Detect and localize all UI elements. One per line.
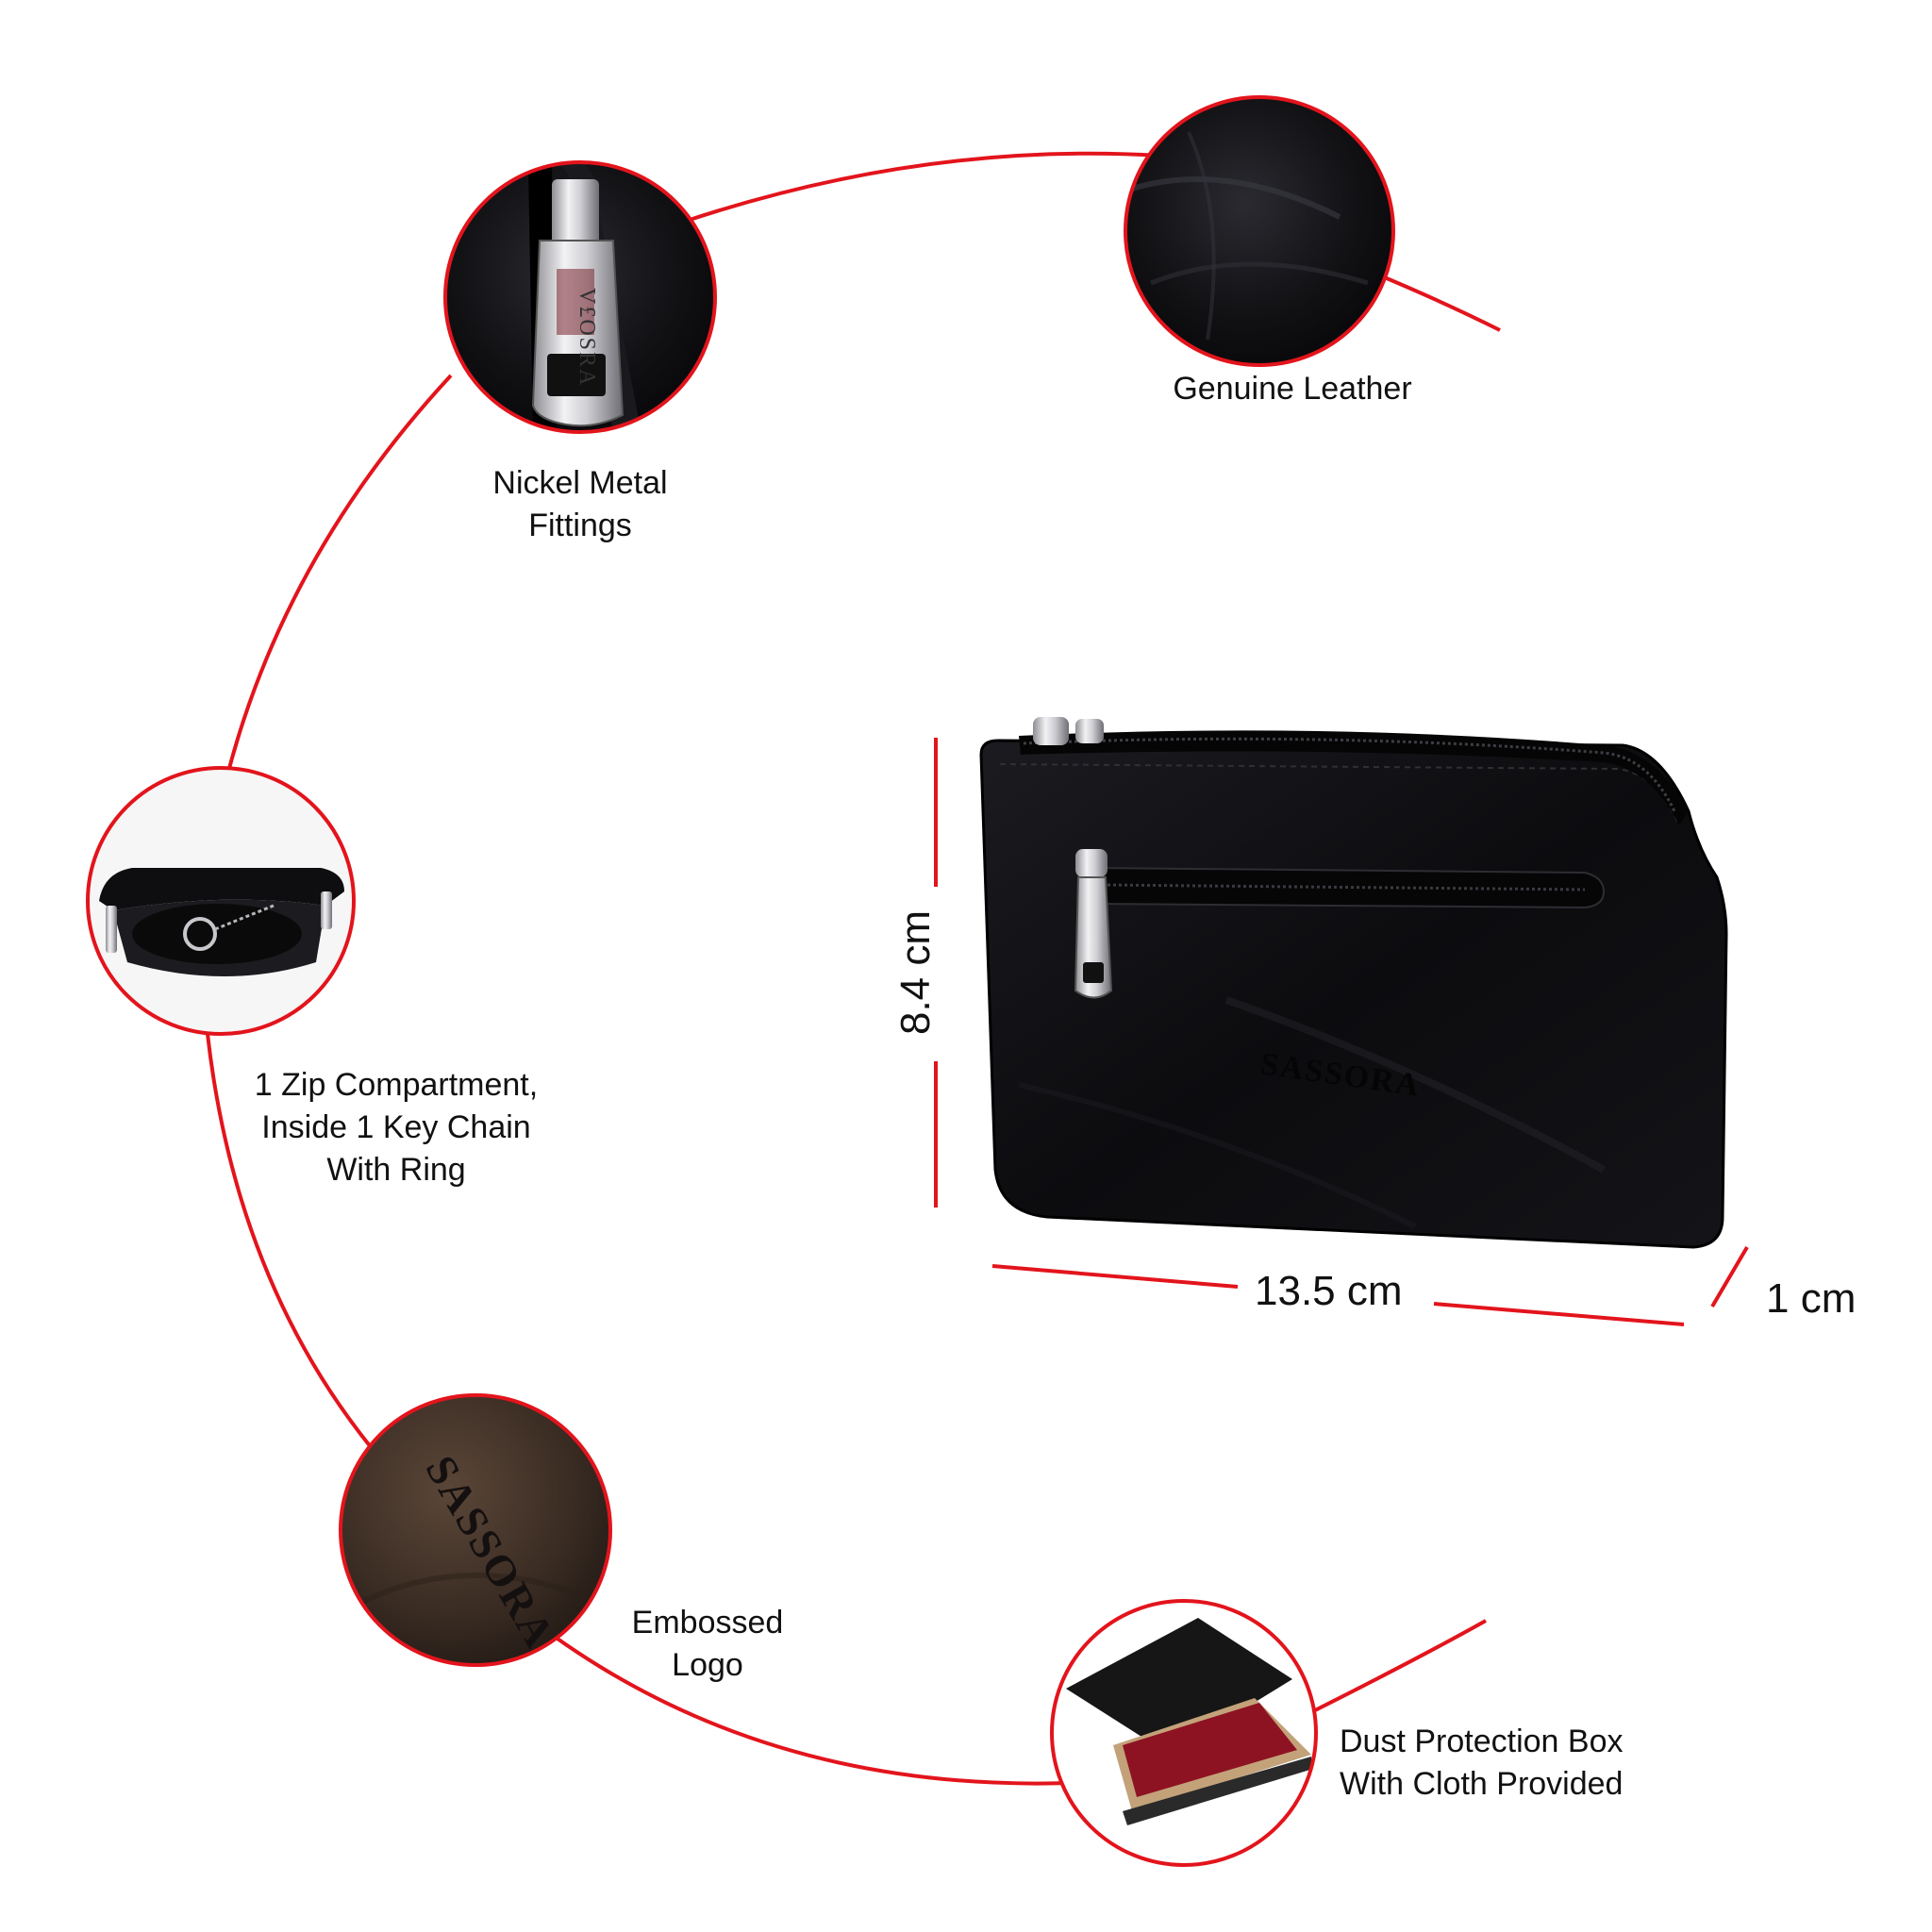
connector-line-zip-logo — [206, 1033, 377, 1455]
zip-compartment-thumbnail — [88, 768, 354, 1034]
dust-box-thumbnail — [1052, 1601, 1316, 1865]
embossed-logo-circle-border — [339, 1393, 612, 1667]
label-embossed-logo-line-2: Logo — [672, 1647, 743, 1683]
connector-line-box-tail — [1301, 1619, 1487, 1719]
label-nickel-fittings-line-2: Fittings — [528, 508, 632, 543]
connector-line-nickel-leather — [683, 151, 1161, 224]
depth-dimension-line — [1710, 1245, 1749, 1308]
label-dust-box: Dust Protection Box With Cloth Provided — [1340, 1721, 1679, 1806]
nickel-fittings-circle-border — [443, 160, 717, 434]
label-embossed-logo-line-1: Embossed — [631, 1605, 784, 1641]
label-zip-compartment-line-1: 1 Zip Compartment, — [254, 1067, 539, 1103]
label-zip-compartment-line-3: With Ring — [326, 1152, 466, 1188]
dimension-depth-label: 1 cm — [1766, 1275, 1857, 1322]
zip-puller-brand-text: V£OSRA — [575, 288, 599, 387]
embossed-logo-thumbnail: SASSORA — [341, 1395, 610, 1665]
nickel-fittings-thumbnail: V£OSRA — [445, 162, 715, 432]
genuine-leather-thumbnail — [1125, 97, 1393, 365]
label-genuine-leather-line-1: Genuine Leather — [1173, 371, 1412, 407]
label-nickel-fittings-line-1: Nickel Metal — [492, 465, 668, 501]
dust-box-circle-border — [1050, 1599, 1318, 1867]
zip-compartment-circle-border — [86, 766, 356, 1036]
dimension-height-label: 8.4 cm — [892, 909, 940, 1036]
width-dimension-line-left — [991, 1264, 1239, 1289]
label-embossed-logo: Embossed Logo — [604, 1602, 811, 1687]
label-dust-box-line-1: Dust Protection Box — [1340, 1724, 1624, 1759]
wallet-product-image: SASSORA — [979, 717, 1728, 1249]
width-dimension-line-right — [1433, 1302, 1685, 1326]
label-zip-compartment-line-2: Inside 1 Key Chain — [261, 1109, 531, 1145]
dimension-width-label: 13.5 cm — [1255, 1268, 1403, 1314]
label-zip-compartment: 1 Zip Compartment, Inside 1 Key Chain Wi… — [217, 1064, 575, 1191]
connector-line-logo-box — [553, 1635, 1072, 1786]
label-nickel-fittings: Nickel Metal Fittings — [443, 462, 717, 547]
genuine-leather-circle-border — [1124, 95, 1395, 367]
connector-line-leather-tail — [1374, 272, 1501, 332]
connector-line-nickel-zip — [225, 374, 453, 780]
label-dust-box-line-2: With Cloth Provided — [1340, 1766, 1624, 1802]
label-genuine-leather: Genuine Leather — [1123, 368, 1462, 410]
